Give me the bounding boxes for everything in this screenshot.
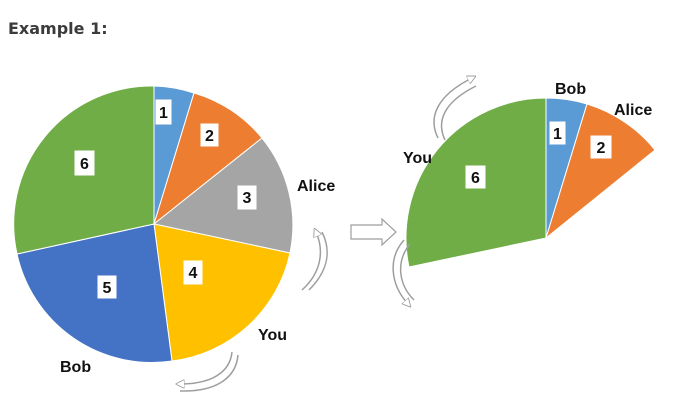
right-pie-chart: 1 2 6 Bob Alice You [403, 81, 656, 268]
example-title: Example 1: [8, 19, 108, 38]
right-name-alice: Alice [614, 102, 652, 119]
left-slice-4 [153, 223, 291, 362]
left-label-1: 1 [155, 99, 172, 125]
svg-text:6: 6 [80, 156, 89, 173]
right-arrow-icon [350, 217, 397, 247]
left-label-3: 3 [237, 185, 257, 210]
left-label-6: 6 [74, 150, 95, 176]
left-slice-2 [153, 92, 263, 226]
right-label-1: 1 [549, 121, 566, 145]
right-slice-2 [545, 103, 656, 240]
left-name-bob: Bob [60, 359, 91, 376]
right-name-you: You [403, 150, 432, 167]
left-name-alice: Alice [297, 178, 335, 195]
right-name-bob: Bob [555, 81, 586, 98]
left-pie-chart: 1 2 3 4 5 6 Alice You Bob [13, 85, 335, 376]
svg-text:1: 1 [553, 126, 562, 143]
curved-arrow-icon [392, 239, 415, 304]
svg-text:6: 6 [471, 170, 480, 187]
curved-arrow-icon [301, 232, 328, 291]
svg-text:2: 2 [597, 140, 606, 157]
svg-text:1: 1 [159, 105, 168, 122]
curved-arrow-icon [180, 351, 239, 392]
right-label-2: 2 [590, 135, 612, 159]
right-label-6: 6 [465, 165, 486, 189]
svg-text:3: 3 [243, 190, 252, 207]
svg-text:5: 5 [103, 280, 112, 297]
curved-arrow-icon [433, 78, 476, 141]
left-label-4: 4 [183, 260, 203, 285]
left-slice-3 [152, 137, 294, 254]
left-name-you: You [258, 327, 287, 344]
svg-text:4: 4 [189, 265, 198, 282]
svg-text:2: 2 [205, 128, 214, 145]
left-slice-5 [16, 223, 173, 363]
left-label-5: 5 [97, 275, 117, 299]
left-label-2: 2 [200, 123, 219, 147]
